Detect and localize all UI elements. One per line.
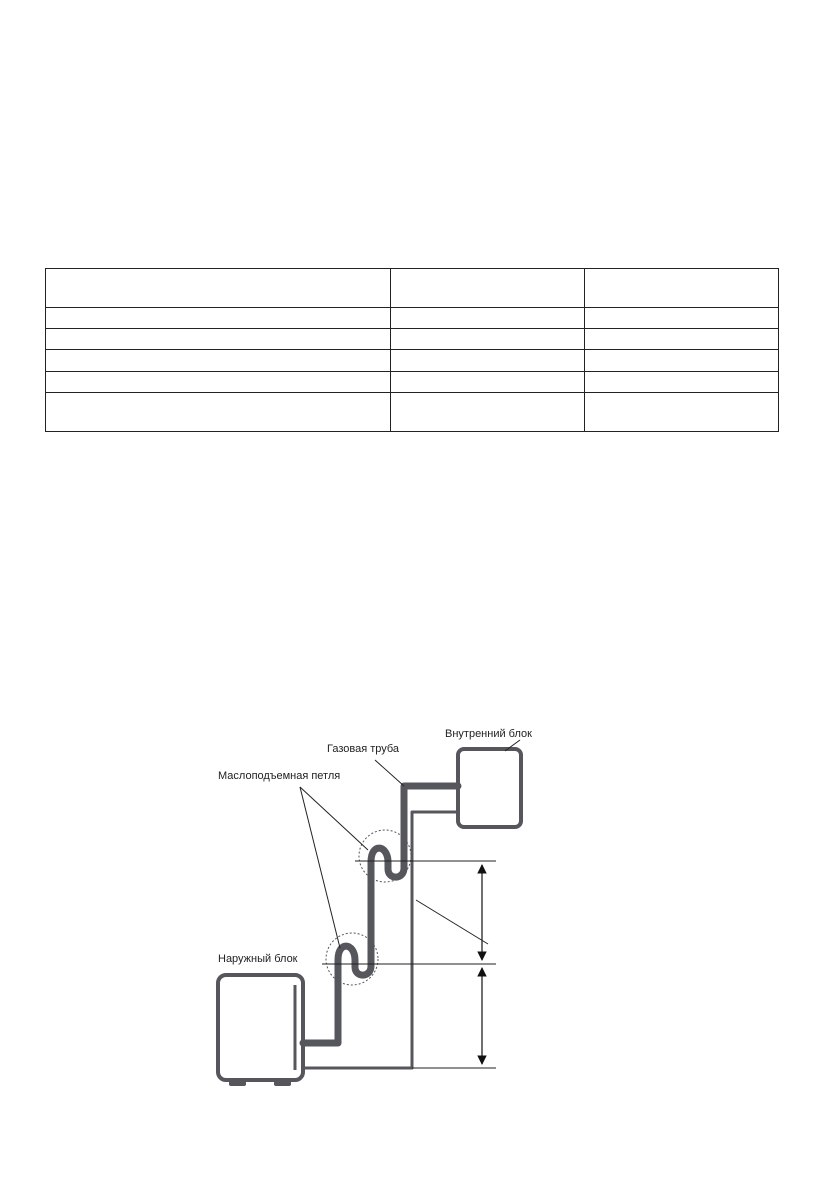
oil-trap-circle-upper (358, 829, 412, 883)
label-gas-pipe: Газовая труба (327, 743, 400, 755)
liquid-pipe (303, 810, 458, 1070)
table-cell (390, 392, 585, 432)
table-row (45, 370, 779, 394)
gas-pipe (299, 782, 462, 1047)
leader-gas-pipe (374, 759, 405, 787)
table-cell (584, 392, 779, 432)
spec-table (45, 268, 779, 432)
oil-trap-circle-lower (325, 932, 379, 986)
label-outdoor-unit: Наружный блок (218, 953, 298, 965)
table-cell (584, 268, 779, 308)
leader-oil-trap-upper (299, 786, 369, 851)
table-cell (584, 370, 779, 394)
table-row (45, 392, 779, 432)
leader-oil-trap-lower (299, 786, 341, 949)
label-indoor-unit: Внутренний блок (445, 728, 532, 740)
table-cell (45, 392, 391, 432)
leader-liquid-pipe (415, 899, 489, 945)
label-oil-trap: Маслоподъемная петля (218, 770, 340, 782)
indoor-unit (456, 747, 523, 829)
outdoor-unit (216, 973, 305, 1086)
leader-indoor-unit (504, 739, 521, 752)
